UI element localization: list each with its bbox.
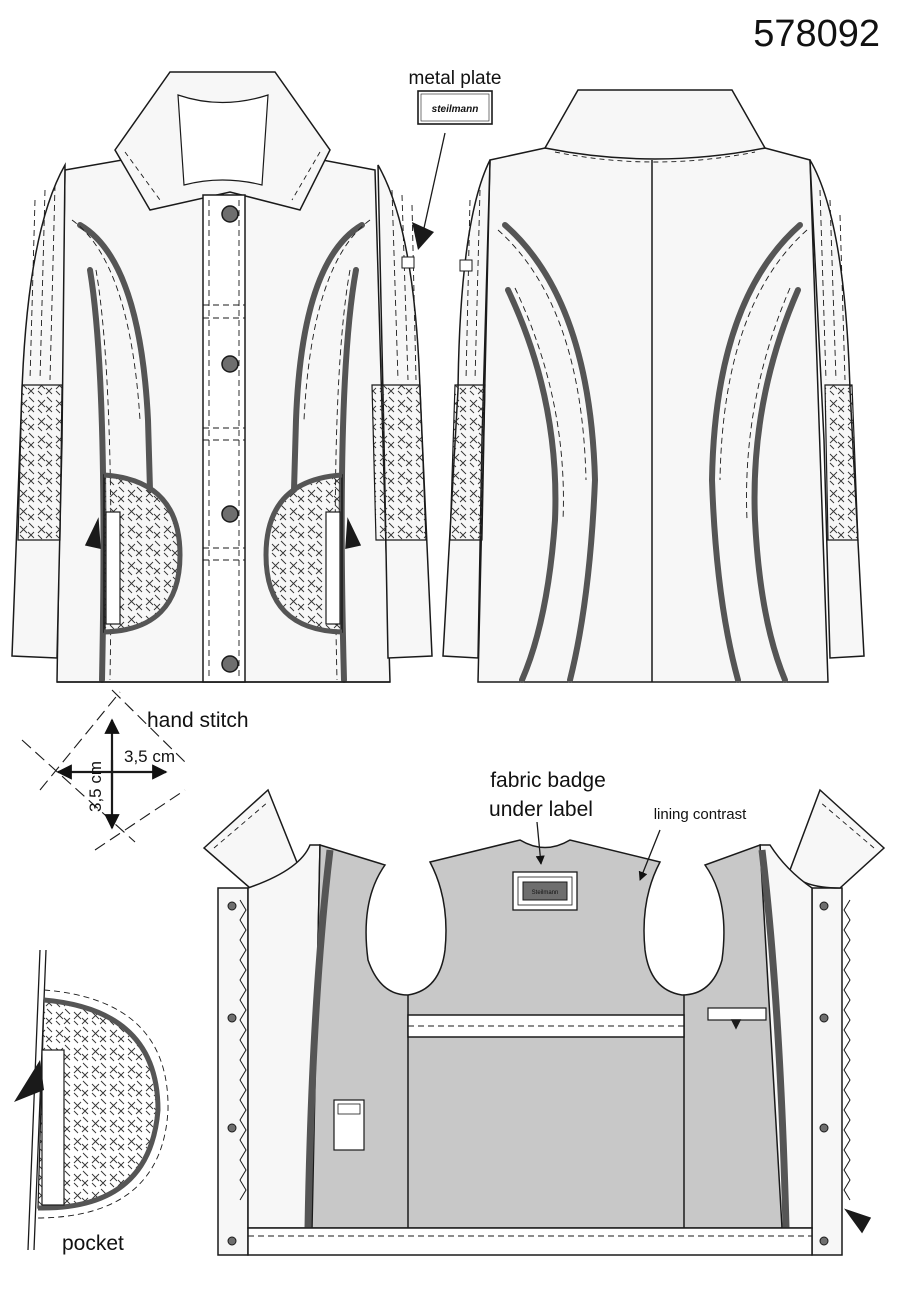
fabric-badge-label-line2: under label bbox=[489, 798, 593, 821]
front-left-sleeve-quilt bbox=[17, 384, 63, 541]
lining-contrast-pointer bbox=[638, 829, 661, 881]
hand-stitch-diagram bbox=[21, 689, 186, 851]
back-sleeve-metal-plate bbox=[459, 259, 473, 272]
metal-plate-brand: steilmann bbox=[432, 104, 479, 115]
metal-plate-label: metal plate bbox=[409, 68, 502, 89]
metal-plate-pointer bbox=[423, 132, 446, 229]
front-button bbox=[221, 505, 239, 523]
pocket-detail bbox=[14, 949, 169, 1251]
metal-plate-badge: steilmann bbox=[417, 90, 493, 125]
hand-stitch-dim-horizontal: 3,5 cm bbox=[124, 747, 175, 766]
fabric-badge-label-line1: fabric badge bbox=[490, 769, 606, 792]
inside-chest-pocket bbox=[333, 1099, 365, 1151]
style-number: 578092 bbox=[753, 13, 880, 55]
back-left-sleeve-quilt bbox=[449, 384, 486, 541]
inside-hem-band bbox=[247, 1227, 813, 1256]
back-right-sleeve-quilt bbox=[824, 384, 859, 541]
back-collar bbox=[543, 89, 767, 160]
jacket-front-view bbox=[11, 71, 433, 683]
front-button bbox=[221, 655, 239, 673]
pocket-label: pocket bbox=[62, 1232, 124, 1255]
front-button bbox=[221, 355, 239, 373]
inside-right-collar bbox=[789, 788, 886, 889]
jacket-inside-view bbox=[202, 788, 886, 1256]
hand-stitch-label: hand stitch bbox=[147, 709, 249, 732]
front-button bbox=[221, 205, 239, 223]
hand-stitch-dim-vertical: 3,5 cm bbox=[86, 761, 105, 812]
jacket-back-view bbox=[442, 89, 865, 683]
inside-hanger-loop bbox=[707, 1007, 767, 1021]
lining-contrast-label: lining contrast bbox=[654, 806, 747, 823]
front-right-sleeve-quilt bbox=[371, 384, 427, 541]
fabric-badge-text: Steilmann bbox=[532, 890, 559, 896]
fabric-badge-pointer bbox=[535, 821, 545, 865]
sleeve-metal-plate bbox=[401, 256, 415, 269]
front-placket bbox=[202, 194, 246, 683]
